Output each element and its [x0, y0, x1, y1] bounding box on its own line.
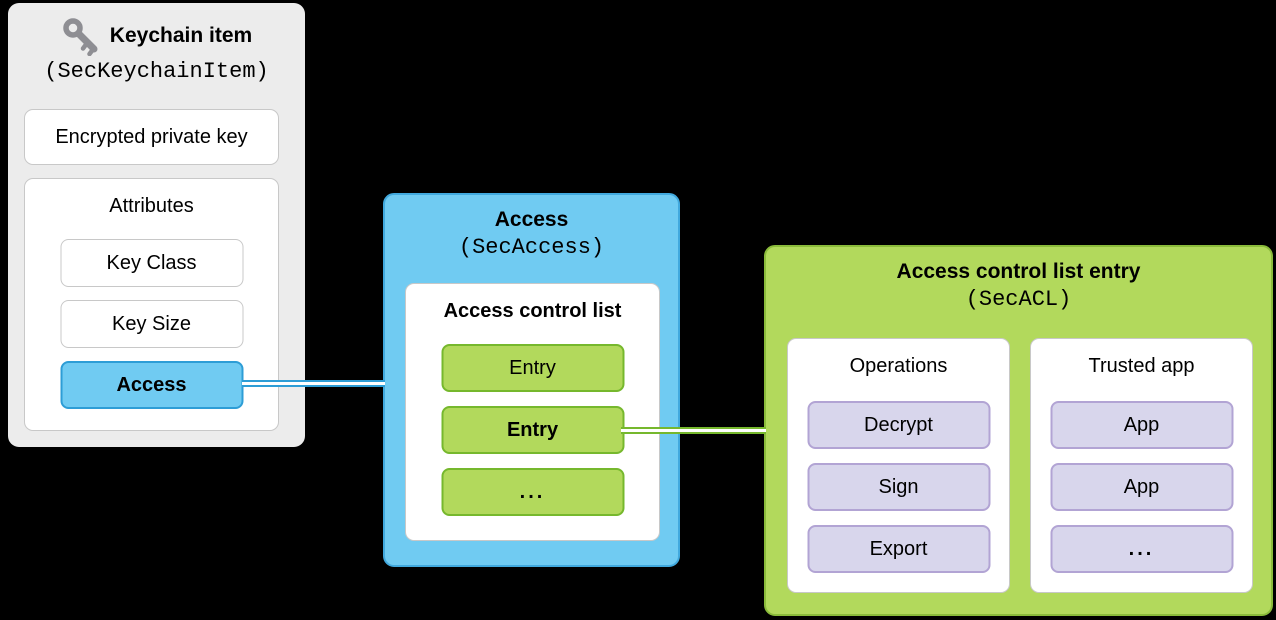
attribute-key-size: Key Size [60, 300, 243, 348]
keychain-item-title: Keychain item [109, 24, 253, 47]
key-icon [61, 16, 101, 57]
connector-access [242, 380, 385, 387]
attributes-box: Attributes Key Class Key Size Access [24, 178, 279, 431]
attribute-key-class: Key Class [60, 239, 243, 287]
trusted-app-more: ... [1050, 525, 1233, 573]
access-header: Access [385, 195, 678, 232]
operations-label: Operations [849, 355, 948, 377]
access-title: Access [494, 208, 569, 231]
attributes-label: Attributes [109, 195, 194, 217]
acl-entry-header: Access control list entry [766, 247, 1271, 284]
acl-entry-panel: Access control list entry (SecACL) Opera… [764, 245, 1273, 616]
operation-decrypt: Decrypt [807, 401, 990, 449]
acl-entry-2: Entry [441, 406, 624, 454]
access-subtitle: (SecAccess) [458, 235, 605, 260]
operations-box: Operations Decrypt Sign Export [787, 338, 1010, 593]
acl-entry-subtitle: (SecACL) [965, 287, 1072, 312]
keychain-item-subtitle: (SecKeychainItem) [44, 59, 269, 84]
acl-entry-1: Entry [441, 344, 624, 392]
keychain-item-panel: Keychain item (SecKeychainItem) Encrypte… [8, 3, 305, 447]
trusted-app-box: Trusted app App App ... [1030, 338, 1253, 593]
attribute-access: Access [60, 361, 243, 409]
trusted-app-2: App [1050, 463, 1233, 511]
encrypted-private-key-label: Encrypted private key [55, 125, 248, 148]
access-panel: Access (SecAccess) Access control list E… [383, 193, 680, 567]
connector-entry [621, 427, 766, 434]
acl-entry-more: ... [441, 468, 624, 516]
access-control-list-box: Access control list Entry Entry ... [405, 283, 660, 541]
operation-sign: Sign [807, 463, 990, 511]
trusted-app-label: Trusted app [1088, 355, 1195, 377]
access-control-list-label: Access control list [443, 300, 622, 322]
trusted-app-1: App [1050, 401, 1233, 449]
operation-export: Export [807, 525, 990, 573]
keychain-item-header: Keychain item [8, 3, 305, 57]
encrypted-private-key-box: Encrypted private key [24, 109, 279, 165]
acl-entry-title: Access control list entry [896, 260, 1141, 283]
